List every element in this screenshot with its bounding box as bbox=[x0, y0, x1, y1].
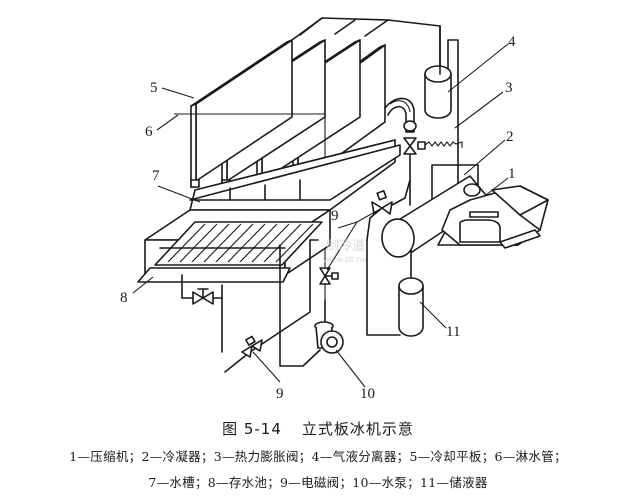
callout-5: 5 bbox=[150, 80, 158, 96]
solenoid-valve-icon bbox=[319, 267, 339, 285]
figure-number: 图 5-14 bbox=[222, 420, 282, 438]
expansion-valve-icon bbox=[384, 97, 463, 155]
callout-2: 2 bbox=[506, 129, 514, 145]
callout-9a: 9 bbox=[331, 208, 339, 224]
legend-line-1: 1—压缩机；2—冷凝器；3—热力膨胀阀；4—气液分离器；5—冷却平板；6—淋水管… bbox=[69, 449, 567, 464]
watermark: 制冷道 www.zlt.ne bbox=[323, 239, 367, 264]
callout-6: 6 bbox=[145, 124, 153, 140]
callout-11: 11 bbox=[446, 324, 460, 340]
callout-4: 4 bbox=[508, 34, 516, 50]
callout-3: 3 bbox=[505, 80, 513, 96]
water-pump bbox=[314, 321, 344, 354]
callout-10: 10 bbox=[360, 386, 375, 400]
drain-valve-icon bbox=[192, 288, 214, 305]
compressor bbox=[437, 185, 549, 249]
liquid-receiver bbox=[398, 249, 424, 337]
callout-1: 1 bbox=[508, 166, 516, 182]
solenoid-valve-icon bbox=[371, 179, 411, 215]
gas-liquid-separator bbox=[424, 25, 452, 119]
callout-7: 7 bbox=[152, 168, 160, 184]
watermark-text: 制冷道 bbox=[326, 239, 365, 254]
figure-caption: 图 5-14 立式板冰机示意 bbox=[0, 418, 636, 439]
watermark-url: www.zlt.ne bbox=[323, 255, 367, 264]
cooling-plate bbox=[190, 39, 293, 188]
ice-machine-diagram: 5 6 7 8 9 9 10 11 4 3 2 1 制冷道 www.zlt.ne bbox=[120, 17, 549, 400]
callouts: 5 6 7 8 9 9 10 11 4 3 2 1 bbox=[120, 34, 516, 400]
water-tank bbox=[137, 209, 331, 353]
legend-line-2: 7—水槽；8—存水池；9—电磁阀；10—水泵；11—储液器 bbox=[148, 475, 488, 490]
ice-hatching bbox=[167, 223, 314, 263]
solenoid-valve-icon bbox=[241, 335, 263, 358]
callout-8: 8 bbox=[120, 290, 128, 306]
figure-title: 立式板冰机示意 bbox=[301, 420, 414, 438]
callout-9b: 9 bbox=[276, 386, 284, 400]
